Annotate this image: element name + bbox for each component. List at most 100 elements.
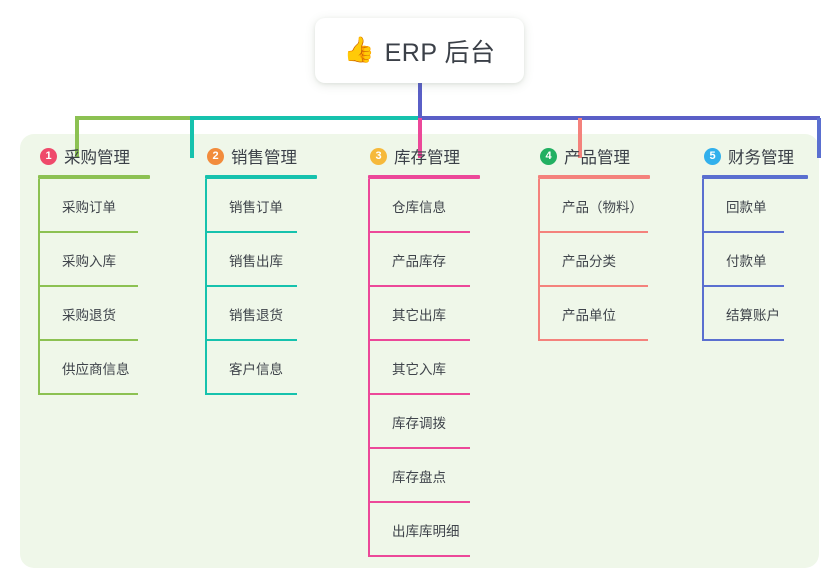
leaf-node-label: 产品单位 (562, 308, 616, 323)
branch-title-label: 产品管理 (564, 149, 630, 167)
leaf-node-rule (538, 231, 648, 233)
leaf-node-label: 客户信息 (229, 362, 283, 377)
leaf-node-rule (368, 447, 470, 449)
branch-spine (205, 179, 207, 395)
leaf-node-label: 仓库信息 (392, 200, 446, 215)
leaf-node-label: 销售出库 (229, 254, 283, 269)
leaf-node-label: 付款单 (726, 254, 767, 269)
leaf-node[interactable]: 销售出库 (205, 233, 363, 287)
leaf-node[interactable]: 其它入库 (368, 341, 526, 395)
leaf-node-rule (702, 285, 784, 287)
leaf-node-rule (205, 339, 297, 341)
branch-drop-4 (578, 118, 582, 158)
leaf-node-rule (38, 285, 138, 287)
bus-segment-3 (418, 116, 820, 120)
leaf-node-rule (368, 555, 470, 557)
leaf-node-label: 产品（物料） (562, 200, 643, 215)
leaf-node[interactable]: 其它出库 (368, 287, 526, 341)
leaf-node[interactable]: 出库库明细 (368, 503, 526, 557)
branch-header-产品管理[interactable]: 4 产品管理 (538, 144, 708, 168)
branch-leaf-list: 销售订单销售出库销售退货客户信息 (205, 179, 363, 395)
leaf-node-label: 结算账户 (726, 308, 780, 323)
branch-leaf-list: 产品（物料） 产品分类产品单位 (538, 179, 708, 341)
leaf-node[interactable]: 产品（物料） (538, 179, 708, 233)
leaf-node[interactable]: 产品分类 (538, 233, 708, 287)
leaf-node-label: 其它入库 (392, 362, 446, 377)
leaf-node-label: 库存盘点 (392, 470, 446, 485)
bus-segment-1 (75, 116, 190, 120)
branch-leaf-list: 回款单付款单结算账户 (702, 179, 822, 341)
leaf-node[interactable]: 产品库存 (368, 233, 526, 287)
branch-drop-1 (75, 118, 79, 158)
branch-number-badge: 1 (40, 147, 57, 165)
root-node-label: ERP 后台 (384, 38, 496, 67)
leaf-node[interactable]: 仓库信息 (368, 179, 526, 233)
leaf-node-label: 其它出库 (392, 308, 446, 323)
root-node-erp-backend[interactable]: 👍 ERP 后台 (315, 18, 524, 83)
leaf-node-label: 产品库存 (392, 254, 446, 269)
branch-drop-5 (817, 118, 821, 158)
leaf-node[interactable]: 库存盘点 (368, 449, 526, 503)
branch-drop-3 (418, 118, 422, 158)
leaf-node[interactable]: 结算账户 (702, 287, 822, 341)
leaf-node[interactable]: 付款单 (702, 233, 822, 287)
leaf-node[interactable]: 回款单 (702, 179, 822, 233)
leaf-node[interactable]: 产品单位 (538, 287, 708, 341)
bus-segment-2 (190, 116, 418, 120)
branch-number-badge: 4 (540, 147, 557, 165)
leaf-node[interactable]: 销售退货 (205, 287, 363, 341)
leaf-node-rule (368, 393, 470, 395)
leaf-node[interactable]: 供应商信息 (38, 341, 196, 395)
leaf-node[interactable]: 采购入库 (38, 233, 196, 287)
branch-column-财务管理: 5 财务管理回款单付款单结算账户 (702, 144, 822, 341)
branch-header-rule (702, 175, 808, 179)
branch-header-rule (538, 175, 650, 179)
branch-leaf-list: 采购订单采购入库采购退货供应商信息 (38, 179, 196, 395)
branch-header-采购管理[interactable]: 1 采购管理 (38, 144, 196, 168)
leaf-node-rule (368, 231, 470, 233)
leaf-node-rule (368, 339, 470, 341)
leaf-node[interactable]: 客户信息 (205, 341, 363, 395)
branch-number-badge: 3 (370, 147, 387, 165)
branch-spine (368, 179, 370, 557)
branch-leaf-list: 仓库信息产品库存其它出库其它入库库存调拨库存盘点出库库明细 (368, 179, 526, 557)
leaf-node[interactable]: 采购退货 (38, 287, 196, 341)
leaf-node[interactable]: 采购订单 (38, 179, 196, 233)
leaf-node[interactable]: 销售订单 (205, 179, 363, 233)
leaf-node-rule (205, 285, 297, 287)
branch-header-财务管理[interactable]: 5 财务管理 (702, 144, 822, 168)
leaf-node-label: 销售退货 (229, 308, 283, 323)
leaf-node-label: 采购入库 (62, 254, 116, 269)
branch-title-label: 采购管理 (64, 149, 130, 167)
leaf-node-rule (702, 231, 784, 233)
branch-header-rule (368, 175, 480, 179)
branch-header-rule (205, 175, 317, 179)
leaf-node[interactable]: 库存调拨 (368, 395, 526, 449)
leaf-node-rule (538, 339, 648, 341)
branch-spine (38, 179, 40, 395)
branch-column-产品管理: 4 产品管理产品（物料） 产品分类产品单位 (538, 144, 708, 341)
branch-column-采购管理: 1 采购管理采购订单采购入库采购退货供应商信息 (38, 144, 196, 395)
branch-number-badge: 2 (207, 147, 224, 165)
leaf-node-label: 产品分类 (562, 254, 616, 269)
mindmap-panel (20, 134, 819, 568)
leaf-node-label: 库存调拨 (392, 416, 446, 431)
leaf-node-label: 出库库明细 (392, 524, 460, 539)
leaf-node-label: 采购退货 (62, 308, 116, 323)
leaf-node-label: 回款单 (726, 200, 767, 215)
branch-spine (702, 179, 704, 341)
branch-spine (538, 179, 540, 341)
leaf-node-rule (368, 285, 470, 287)
leaf-node-rule (368, 501, 470, 503)
branch-number-badge: 5 (704, 147, 721, 165)
thumbs-up-icon: 👍 (343, 36, 375, 64)
leaf-node-rule (38, 393, 138, 395)
leaf-node-rule (205, 231, 297, 233)
leaf-node-rule (205, 393, 297, 395)
leaf-node-rule (38, 231, 138, 233)
leaf-node-label: 采购订单 (62, 200, 116, 215)
branch-title-label: 财务管理 (728, 149, 794, 167)
